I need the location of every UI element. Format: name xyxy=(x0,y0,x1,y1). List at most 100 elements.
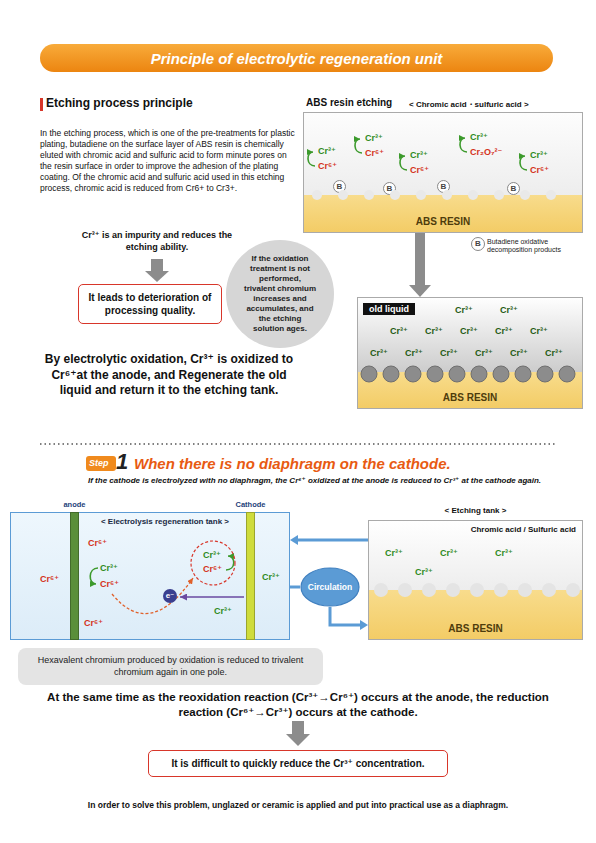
node-text: ABS RESIN xyxy=(443,392,497,404)
step-number: 1 xyxy=(116,449,128,474)
ion-label: Cr³⁺ xyxy=(470,132,488,143)
node-text: It is difficult to quickly reduce the Cr… xyxy=(157,757,439,770)
resin-pore xyxy=(468,190,478,200)
ion-label: Cr³⁺ xyxy=(495,548,513,559)
resin-pore xyxy=(442,190,452,200)
ion-label: Cr³⁺ xyxy=(370,348,388,359)
electron-arrow xyxy=(180,596,244,598)
resin-pore xyxy=(494,583,508,597)
flow-arrow xyxy=(298,539,368,542)
resin-body xyxy=(304,195,582,232)
migration-path xyxy=(112,578,193,614)
reaction-arrow xyxy=(355,139,362,153)
resin-pore xyxy=(471,366,487,382)
node-text: Circulation xyxy=(308,582,352,592)
node-text: ABS resin etching xyxy=(306,97,392,108)
reaction-arrow xyxy=(90,568,98,584)
ion-label: Cr₂O₇²⁻ xyxy=(470,147,502,158)
ion-label: Cr³⁺ xyxy=(100,563,118,574)
electron-label: e⁻ xyxy=(163,591,177,601)
ion-label: Cr⁶⁺ xyxy=(40,574,59,585)
resin-pore xyxy=(449,366,465,382)
section-divider xyxy=(40,443,556,445)
body-text: In the etching process, which is one of … xyxy=(40,128,295,194)
note-circle: If the oxidation treatment is not perfor… xyxy=(226,240,334,348)
pump-ellipse xyxy=(301,568,359,606)
ion-label: Cr⁶⁺ xyxy=(84,618,103,629)
note-text: Cr³⁺ is an impurity and reduces the etch… xyxy=(72,230,242,253)
page-title: Principle of electrolytic regeneration u… xyxy=(40,44,553,72)
legend-text: Butadiene oxidative decomposition produc… xyxy=(487,238,583,255)
node-text: Hexavalent chromium produced by oxidatio… xyxy=(30,655,311,678)
step-tab xyxy=(86,456,116,471)
reaction-arrow xyxy=(460,138,467,152)
ion-label: Cr³⁺ xyxy=(500,305,518,316)
etching-tank: < Etching tank >Chromic acid / Sulfuric … xyxy=(368,520,583,640)
resin-pore xyxy=(383,366,399,382)
ion-label: Cr⁶⁺ xyxy=(365,148,384,159)
legend-symbol: B xyxy=(472,239,484,249)
ion-label: Cr³⁺ xyxy=(440,548,458,559)
warning-box: It leads to deterioration of processing … xyxy=(78,284,222,324)
node-text: < Chromic acid・sulfuric acid > xyxy=(409,99,529,110)
footer-note: In order to solve this problem, unglazed… xyxy=(20,800,576,811)
panel-fill xyxy=(357,297,583,409)
resin-pore xyxy=(493,366,509,382)
panel-fill xyxy=(303,112,583,233)
node-text: ABS RESIN xyxy=(448,623,502,635)
resin-pore xyxy=(338,190,348,200)
resin-pore xyxy=(515,366,531,382)
node-text: Cathode xyxy=(236,500,266,509)
resin-pore xyxy=(470,583,484,597)
flow-arrow xyxy=(330,607,360,625)
resin-pore xyxy=(364,190,374,200)
heading-bar xyxy=(40,98,43,111)
ion-label: Cr⁶⁺ xyxy=(88,538,107,549)
resin-pore xyxy=(390,190,400,200)
node-text: ABS RESIN xyxy=(416,216,470,228)
resin-pore xyxy=(546,190,556,200)
ion-label: Cr³⁺ xyxy=(410,150,428,161)
ion-label: Cr³⁺ xyxy=(415,567,433,578)
anode-electrode: anode xyxy=(70,512,79,640)
ion-label: Cr⁶⁺ xyxy=(203,564,222,575)
node-text: If the oxidation treatment is not perfor… xyxy=(243,254,317,334)
resin-pore xyxy=(422,583,436,597)
ion-label: Cr³⁺ xyxy=(510,348,528,359)
node-text: B xyxy=(441,183,447,191)
ion-label: Cr³⁺ xyxy=(385,548,403,559)
ion-label: Cr³⁺ xyxy=(390,326,408,337)
ion-label: Cr³⁺ xyxy=(318,146,336,157)
ion-label: Cr³⁺ xyxy=(262,572,280,583)
ion-label: Cr³⁺ xyxy=(405,348,423,359)
section-heading: Etching process principle xyxy=(46,96,193,110)
reaction-arrow xyxy=(400,156,407,170)
resin-pore xyxy=(374,583,388,597)
circulation-pump: Circulation xyxy=(300,567,360,607)
ion-label: Cr³⁺ xyxy=(203,550,221,561)
ion-label: Cr³⁺ xyxy=(455,305,473,316)
resin-pore xyxy=(416,190,426,200)
resin-pore xyxy=(537,366,553,382)
reduction-circle xyxy=(191,541,235,585)
node-text: anode xyxy=(63,500,85,509)
resin-pore xyxy=(312,190,322,200)
legend-swatch xyxy=(472,238,485,251)
summary-text: By electrolytic oxidation, Cr³⁺ is oxidi… xyxy=(38,352,300,399)
ion-label: Cr³⁺ xyxy=(365,133,383,144)
ion-label: Cr³⁺ xyxy=(530,326,548,337)
reaction-arrow xyxy=(520,156,527,170)
resin-pore xyxy=(494,190,504,200)
resin-pore xyxy=(398,583,412,597)
resin-pore xyxy=(566,583,580,597)
ion-label: Cr³⁺ xyxy=(440,348,458,359)
ion-label: Cr⁶⁺ xyxy=(530,165,549,176)
ion-label: Cr⁶⁺ xyxy=(100,579,119,590)
resin-pore xyxy=(405,366,421,382)
node-text: < Etching tank > xyxy=(369,506,582,515)
reaction-arrow xyxy=(308,152,315,166)
step-tag: Step xyxy=(89,457,109,470)
electron-symbol xyxy=(163,589,177,603)
resin-band: ABS RESIN xyxy=(358,372,582,408)
ion-label: Cr⁶⁺ xyxy=(410,165,429,176)
